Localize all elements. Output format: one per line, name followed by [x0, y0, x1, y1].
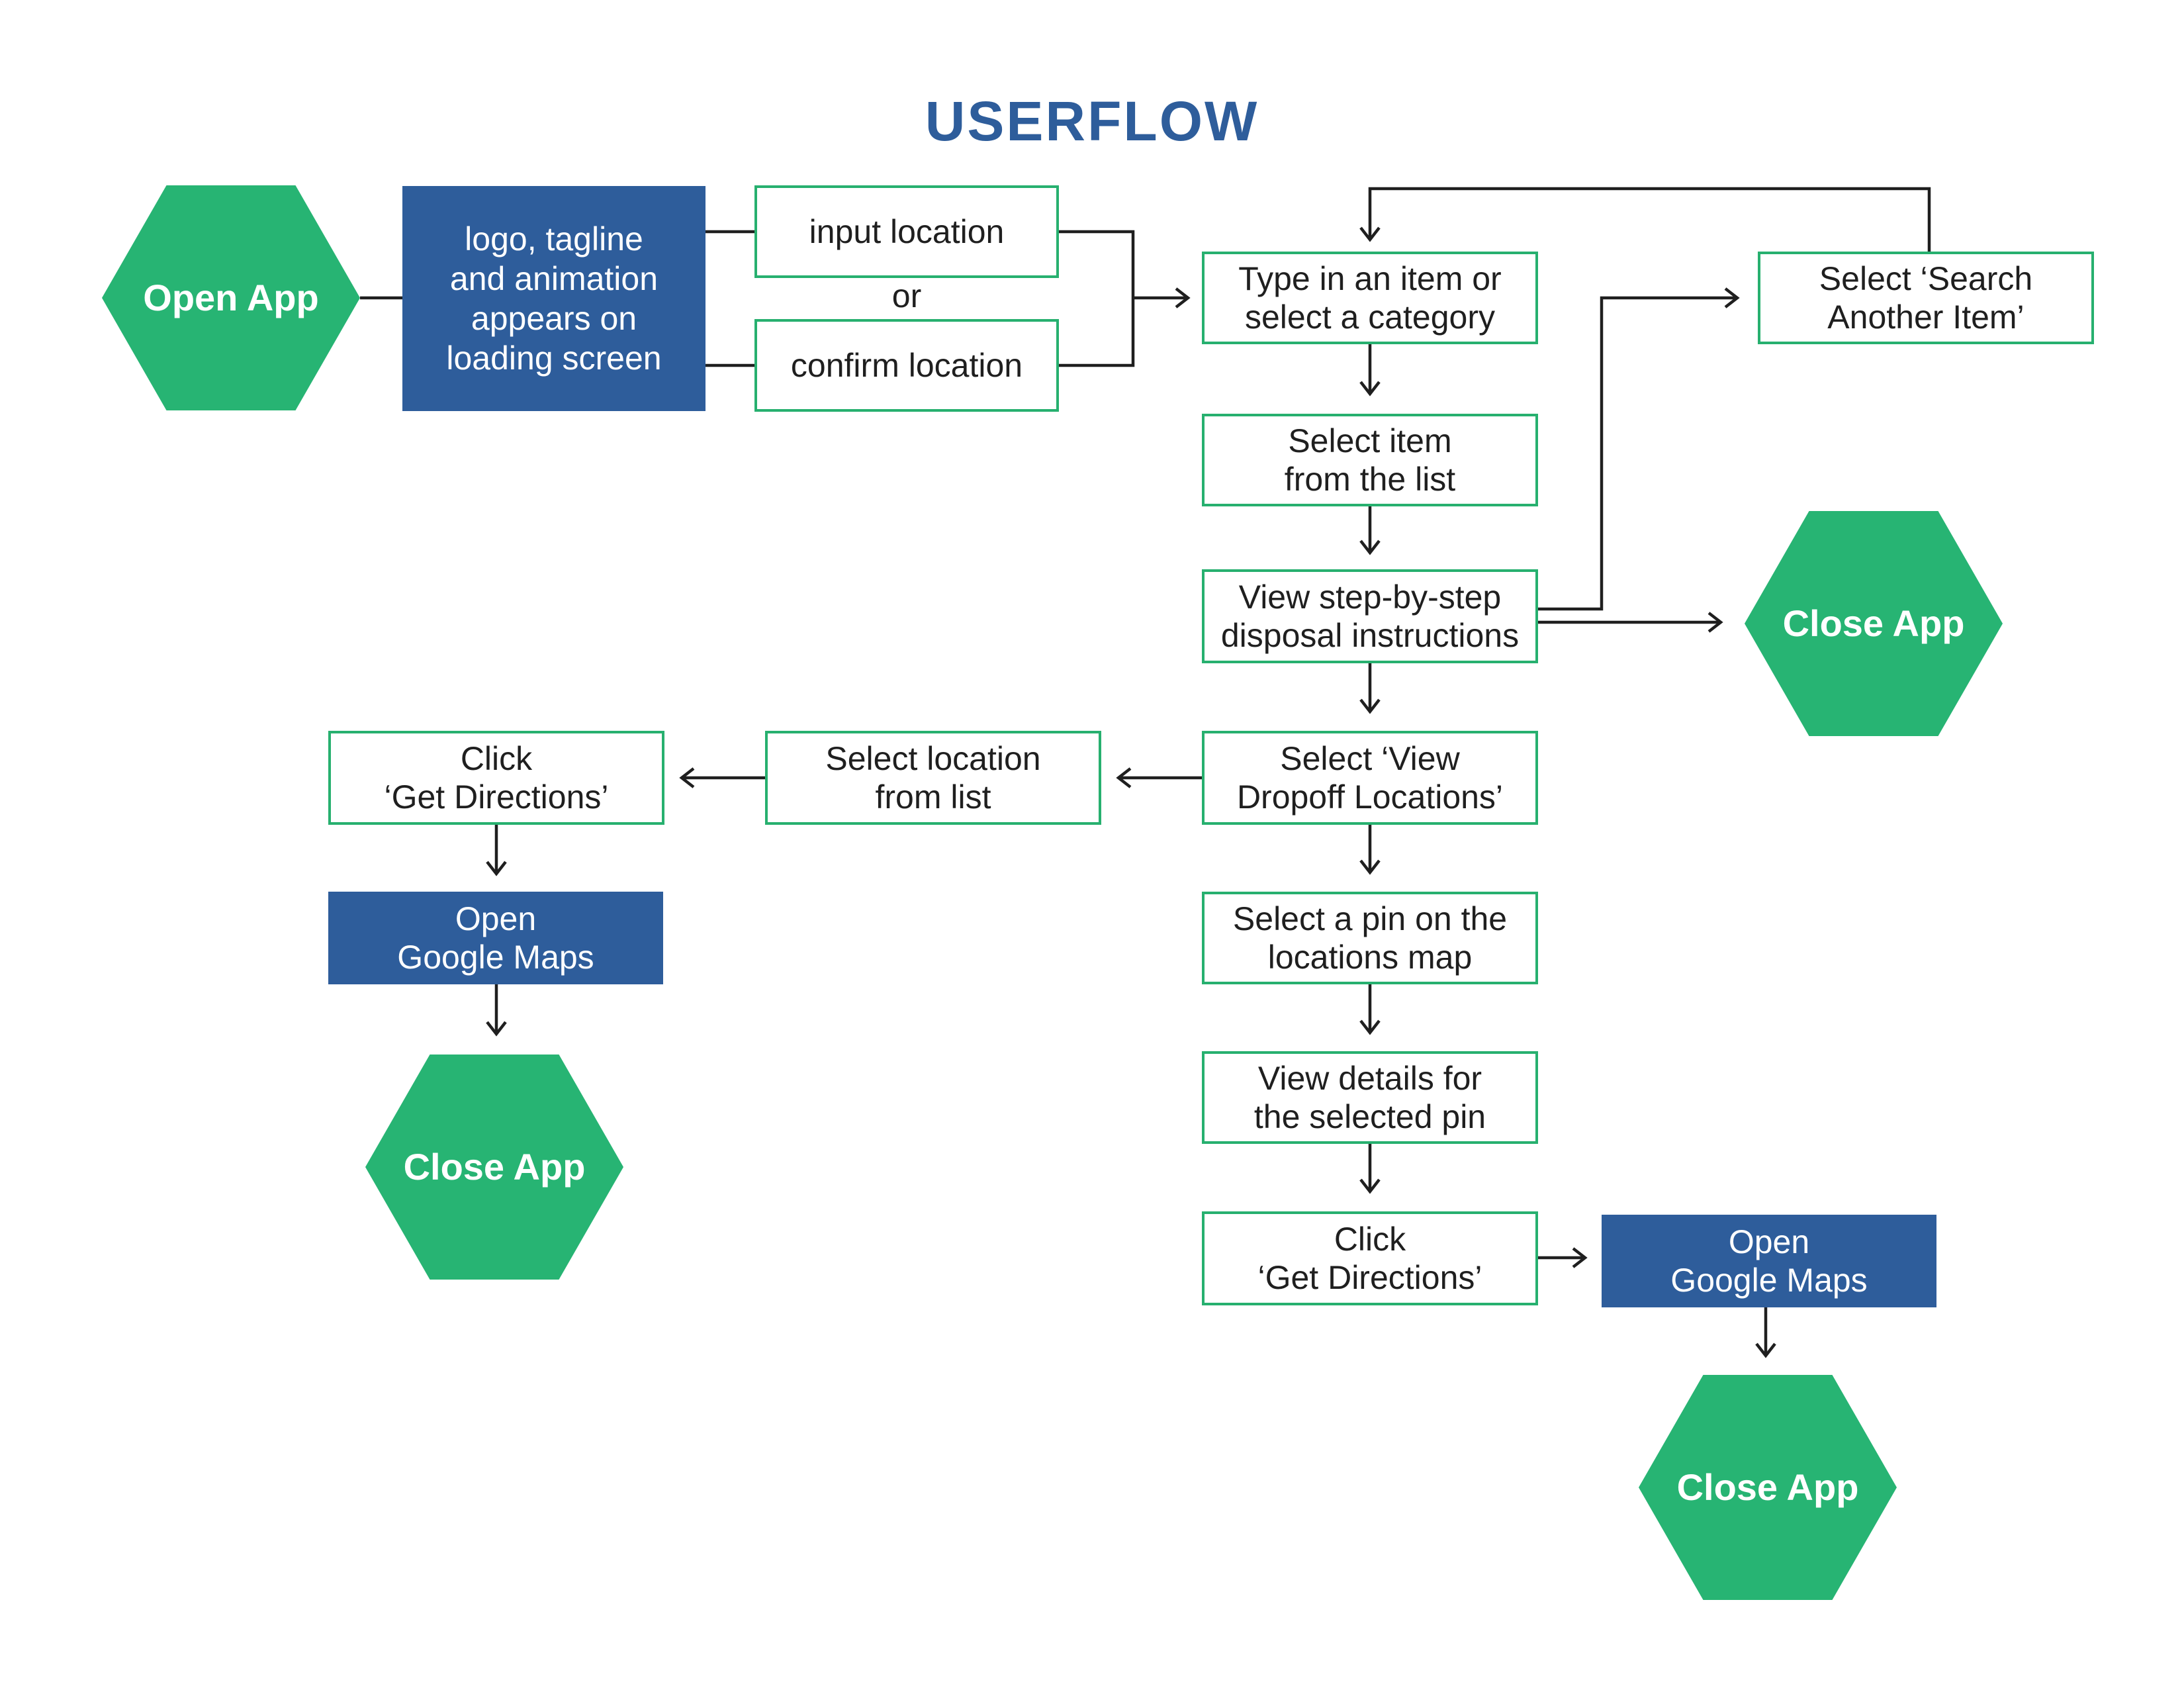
- connector-instructions-to-search-another: [1538, 296, 1737, 611]
- connector-search-another-loop-arrowhead: [1359, 226, 1381, 242]
- select-item-box: Select item from the list: [1202, 414, 1538, 506]
- view-instructions-box: View step-by-step disposal instructions: [1202, 569, 1538, 663]
- loading-screen-box: logo, tagline and animation appears on l…: [402, 186, 705, 411]
- connector-maps-to-close-bottom-arrowhead: [1755, 1342, 1776, 1358]
- click-get-directions-left-box: Click ‘Get Directions’: [328, 731, 664, 825]
- close-app-bottom-hexagon: Close App: [1639, 1375, 1897, 1600]
- input-location-box: input location: [754, 185, 1059, 278]
- connector-instructions-to-dropoff-arrowhead: [1359, 698, 1381, 714]
- select-pin-box: Select a pin on the locations map: [1202, 892, 1538, 984]
- page-title: USERFLOW: [925, 90, 1259, 152]
- select-view-dropoff-box: Select ‘View Dropoff Locations’: [1202, 731, 1538, 825]
- type-item-box: Type in an item or select a category: [1202, 252, 1538, 344]
- connector-directions-to-maps-right-arrowhead: [1572, 1247, 1588, 1268]
- connector-search-another-loop: [1368, 187, 1931, 252]
- confirm-location-box: confirm location: [754, 319, 1059, 412]
- search-another-item-box: Select ‘Search Another Item’: [1758, 252, 2094, 344]
- connector-select-item-to-instructions-arrowhead: [1359, 539, 1381, 555]
- connector-type-to-select-item-arrowhead: [1359, 381, 1381, 397]
- connector-pin-to-details-arrowhead: [1359, 1019, 1381, 1035]
- connector-maps-to-close-left-arrowhead: [486, 1021, 507, 1037]
- connector-to-type-item-arrowhead: [1175, 287, 1191, 308]
- connector-dropoff-to-location-list-arrowhead: [1116, 767, 1132, 788]
- connector-details-to-directions-arrowhead: [1359, 1178, 1381, 1194]
- connector-instructions-to-search-another-arrowhead: [1724, 287, 1740, 308]
- click-get-directions-right-box: Click ‘Get Directions’: [1202, 1211, 1538, 1305]
- select-location-list-box: Select location from list: [765, 731, 1101, 825]
- open-google-maps-right-box: Open Google Maps: [1602, 1215, 1936, 1307]
- or-label: or: [891, 277, 922, 314]
- connector-location-list-to-directions-arrowhead: [679, 767, 695, 788]
- view-pin-details-box: View details for the selected pin: [1202, 1051, 1538, 1144]
- connector-instructions-to-close-app-arrowhead: [1707, 612, 1723, 633]
- open-google-maps-left-box: Open Google Maps: [328, 892, 663, 984]
- connector-location-merge: [1059, 230, 1135, 367]
- connector-directions-to-maps-left-arrowhead: [486, 861, 507, 876]
- connector-dropoff-to-pin-arrowhead: [1359, 859, 1381, 875]
